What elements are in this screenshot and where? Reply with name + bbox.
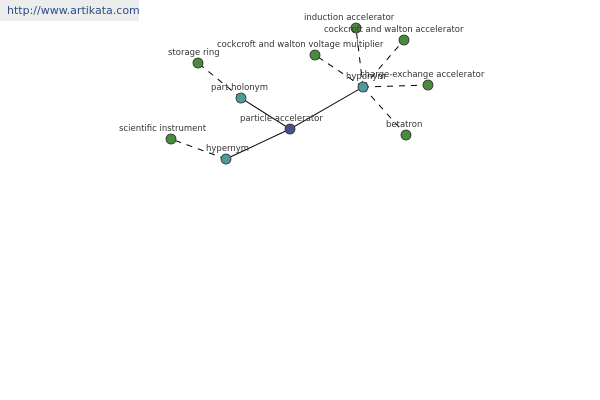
edge-part-holonym-storage-ring <box>197 62 242 99</box>
node-label-particle-accelerator: particle accelerator <box>240 114 323 124</box>
edge-particle-accelerator-hyponym <box>289 86 364 130</box>
node-induction-accelerator[interactable] <box>350 22 362 34</box>
node-hypernym-lower[interactable] <box>220 153 232 165</box>
node-label-induction-accelerator: induction accelerator <box>304 13 395 23</box>
node-label-betatron: betatron <box>386 120 422 130</box>
node-label-hyponym: hyponym <box>346 72 386 82</box>
node-charge-exchange-accelerator[interactable] <box>422 79 434 91</box>
edge-hyponym-betatron <box>362 86 407 136</box>
node-particle-accelerator[interactable] <box>284 123 296 135</box>
node-cockcroft-walton-multiplier[interactable] <box>309 49 321 61</box>
node-betatron[interactable] <box>400 129 412 141</box>
source-url-link[interactable]: http://www.artikata.com <box>0 0 140 21</box>
edge-hyponym-cockcroft-walton-multiplier <box>314 54 364 88</box>
edge-hypernym-lower-scientific-instrument <box>170 138 227 160</box>
node-storage-ring[interactable] <box>192 57 204 69</box>
edge-particle-accelerator-part-holonym <box>240 97 291 130</box>
node-label-cockcroft-walton-multiplier: cockcroft and walton voltage multiplier <box>217 40 384 50</box>
labels-layer: particle accelerator part holonym hypernym… <box>119 13 485 154</box>
edge-hyponym-induction-accelerator <box>355 27 364 88</box>
node-label-scientific-instrument: scientific instrument <box>119 124 207 134</box>
edge-particle-accelerator-hypernym-lower <box>225 128 291 160</box>
nodes-layer <box>165 22 434 165</box>
node-cockcroft-walton-accelerator[interactable] <box>398 34 410 46</box>
node-label-charge-exchange-accelerator: charge-exchange accelerator <box>360 70 485 80</box>
node-label-cockcroft-walton-accelerator: cockcroft and walton accelerator <box>324 25 464 35</box>
edge-hyponym-cockcroft-walton-accelerator <box>362 39 405 88</box>
edges-layer <box>170 27 429 160</box>
node-part-holonym[interactable] <box>235 92 247 104</box>
edge-hyponym-charge-exchange-accelerator <box>362 84 429 88</box>
node-label-storage-ring: storage ring <box>168 48 220 58</box>
node-scientific-instrument[interactable] <box>165 133 177 145</box>
node-label-part-holonym: part holonym <box>211 83 268 93</box>
node-label-hypernym-lower: hypernym <box>206 144 249 154</box>
node-hyponym[interactable] <box>357 81 369 93</box>
